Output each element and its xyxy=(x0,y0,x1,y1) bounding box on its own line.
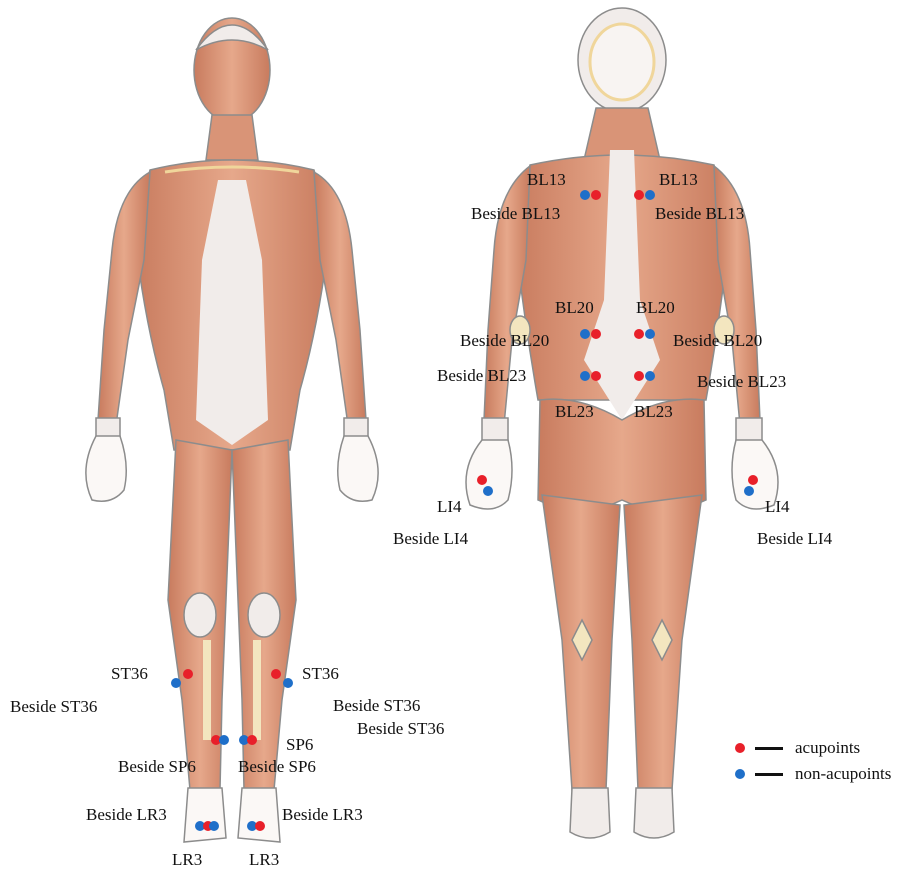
label-beside-sp6-right: Beside SP6 xyxy=(238,758,316,775)
legend-non-acupoints-label: non-acupoints xyxy=(795,764,891,784)
acupoint-marker-icon xyxy=(735,743,745,753)
acupoint-bl13-left xyxy=(591,190,601,200)
front-body xyxy=(86,18,378,842)
label-beside-li4-right: Beside LI4 xyxy=(757,530,832,547)
label-st36-right: ST36 xyxy=(302,665,339,682)
acupoint-sp6-right xyxy=(247,735,257,745)
non-acupoint-marker-icon xyxy=(735,769,745,779)
acupoint-li4-left xyxy=(477,475,487,485)
label-beside-li4-left: Beside LI4 xyxy=(393,530,468,547)
label-beside-bl13-left: Beside BL13 xyxy=(471,205,560,222)
label-beside-bl13-right: Beside BL13 xyxy=(655,205,744,222)
non-acupoint-bl13-left xyxy=(580,190,590,200)
front-left-foot xyxy=(184,788,226,842)
acupoint-bl20-right xyxy=(634,329,644,339)
label-beside-sp6-left: Beside SP6 xyxy=(118,758,196,775)
legend-line-icon xyxy=(755,773,783,776)
label-beside-bl23-right: Beside BL23 xyxy=(697,373,786,390)
non-acupoint-st36-right xyxy=(283,678,293,688)
non-acupoint-sp6-left xyxy=(219,735,229,745)
front-right-arm xyxy=(314,172,366,425)
label-beside-bl20-right: Beside BL20 xyxy=(673,332,762,349)
label-li4-right: LI4 xyxy=(765,498,790,515)
acupoint-bl23-left xyxy=(591,371,601,381)
non-acupoint-bl23-left xyxy=(580,371,590,381)
label-lr3-right: LR3 xyxy=(249,851,279,868)
acupoint-st36-right xyxy=(271,669,281,679)
front-right-foot xyxy=(238,788,280,842)
label-bl20-right: BL20 xyxy=(636,299,675,316)
non-acupoint-lr3-left-2 xyxy=(209,821,219,831)
acupoint-bl13-right xyxy=(634,190,644,200)
non-acupoint-bl13-right xyxy=(645,190,655,200)
label-bl13-right: BL13 xyxy=(659,171,698,188)
front-left-hand xyxy=(86,436,126,501)
label-beside-bl20-left: Beside BL20 xyxy=(460,332,549,349)
acupoint-li4-right xyxy=(748,475,758,485)
label-lr3-left: LR3 xyxy=(172,851,202,868)
label-bl20-left: BL20 xyxy=(555,299,594,316)
label-beside-st36-right-2: Beside ST36 xyxy=(357,720,444,737)
label-beside-lr3-right: Beside LR3 xyxy=(282,806,363,823)
non-acupoint-li4-left xyxy=(483,486,493,496)
front-left-arm xyxy=(98,172,150,425)
label-li4-left: LI4 xyxy=(437,498,462,515)
non-acupoint-st36-left xyxy=(171,678,181,688)
non-acupoint-li4-right xyxy=(744,486,754,496)
label-beside-st36-right-1: Beside ST36 xyxy=(333,697,420,714)
acupoint-bl23-right xyxy=(634,371,644,381)
non-acupoint-bl23-right xyxy=(645,371,655,381)
legend-acupoints: acupoints xyxy=(735,738,860,758)
label-bl23-right: BL23 xyxy=(634,403,673,420)
label-st36-left: ST36 xyxy=(111,665,148,682)
label-bl13-left: BL13 xyxy=(527,171,566,188)
label-bl23-left: BL23 xyxy=(555,403,594,420)
acupoint-lr3-right xyxy=(255,821,265,831)
front-right-hand xyxy=(338,436,378,501)
legend-acupoints-label: acupoints xyxy=(795,738,860,758)
non-acupoint-bl20-right xyxy=(645,329,655,339)
acupoint-st36-left xyxy=(183,669,193,679)
label-beside-lr3-left: Beside LR3 xyxy=(86,806,167,823)
back-body xyxy=(466,8,778,838)
legend-non-acupoints: non-acupoints xyxy=(735,764,891,784)
non-acupoint-bl20-left xyxy=(580,329,590,339)
back-left-hand xyxy=(466,440,512,509)
label-beside-st36-left: Beside ST36 xyxy=(10,698,97,715)
label-sp6-right: SP6 xyxy=(286,736,313,753)
acupoint-bl20-left xyxy=(591,329,601,339)
label-beside-bl23-left: Beside BL23 xyxy=(437,367,526,384)
legend-line-icon xyxy=(755,747,783,750)
